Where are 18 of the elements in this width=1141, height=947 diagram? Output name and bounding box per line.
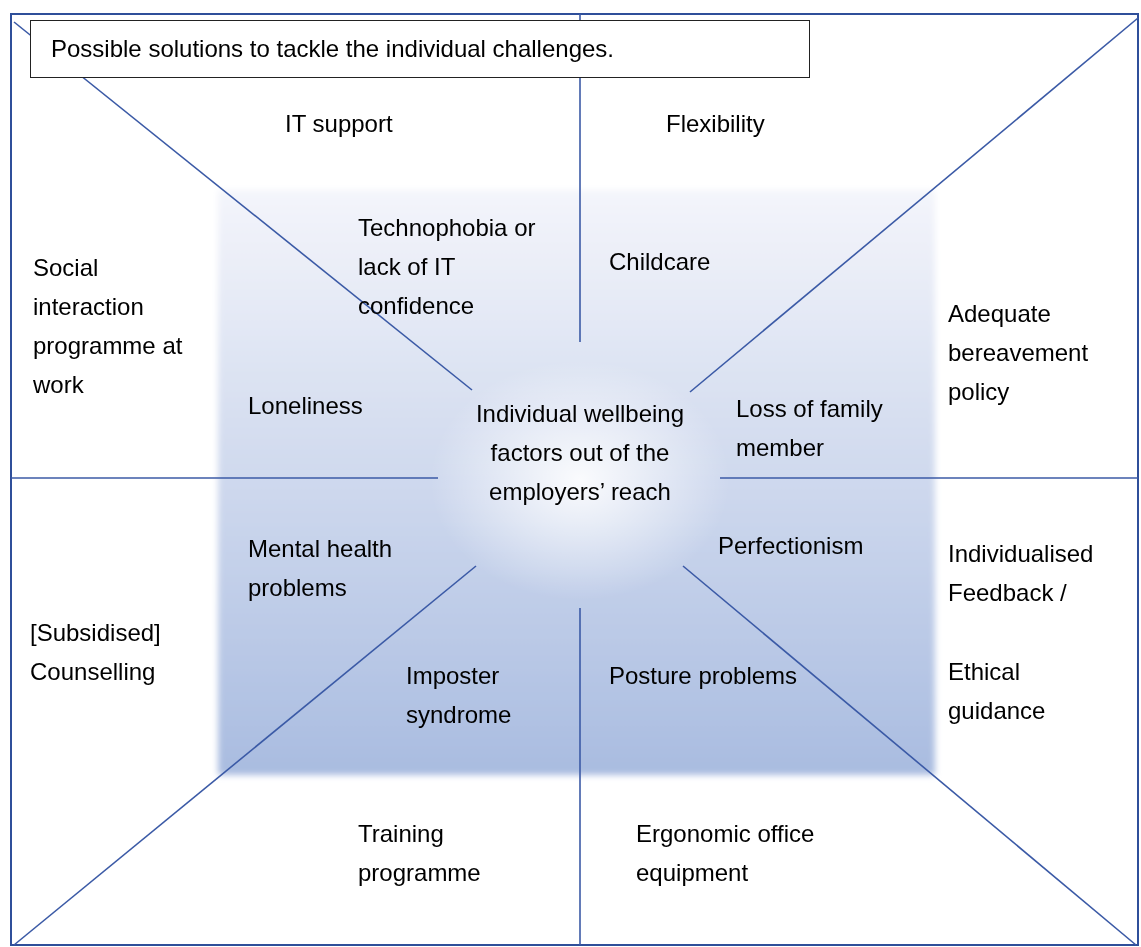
label-text: [Subsidised] Counselling (30, 618, 162, 687)
center-text: Individual wellbeing factors out of the employers’ reach (474, 399, 686, 507)
label-text: Perfectionism (718, 531, 865, 561)
label-text: Childcare (609, 247, 712, 277)
label-text: Posture problems (609, 661, 799, 691)
label-text: IT support (285, 109, 394, 139)
label-text: Flexibility (666, 109, 766, 139)
label-text: Loss of family member (736, 394, 884, 463)
label-text: Ethical guidance (948, 657, 1047, 726)
label-text: Loneliness (248, 391, 364, 421)
label-text: Mental health problems (248, 534, 394, 603)
label-text: Training programme (358, 819, 482, 888)
note-box: Possible solutions to tackle the individual challenges. (30, 20, 810, 78)
label-text: Ergonomic office equipment (636, 819, 816, 888)
label-text: Imposter syndrome (406, 661, 513, 730)
label-text: Individualised Feedback / (948, 539, 1095, 608)
label-text: Adequate bereavement policy (948, 299, 1090, 407)
label-text: Social interaction programme at work (33, 253, 184, 400)
